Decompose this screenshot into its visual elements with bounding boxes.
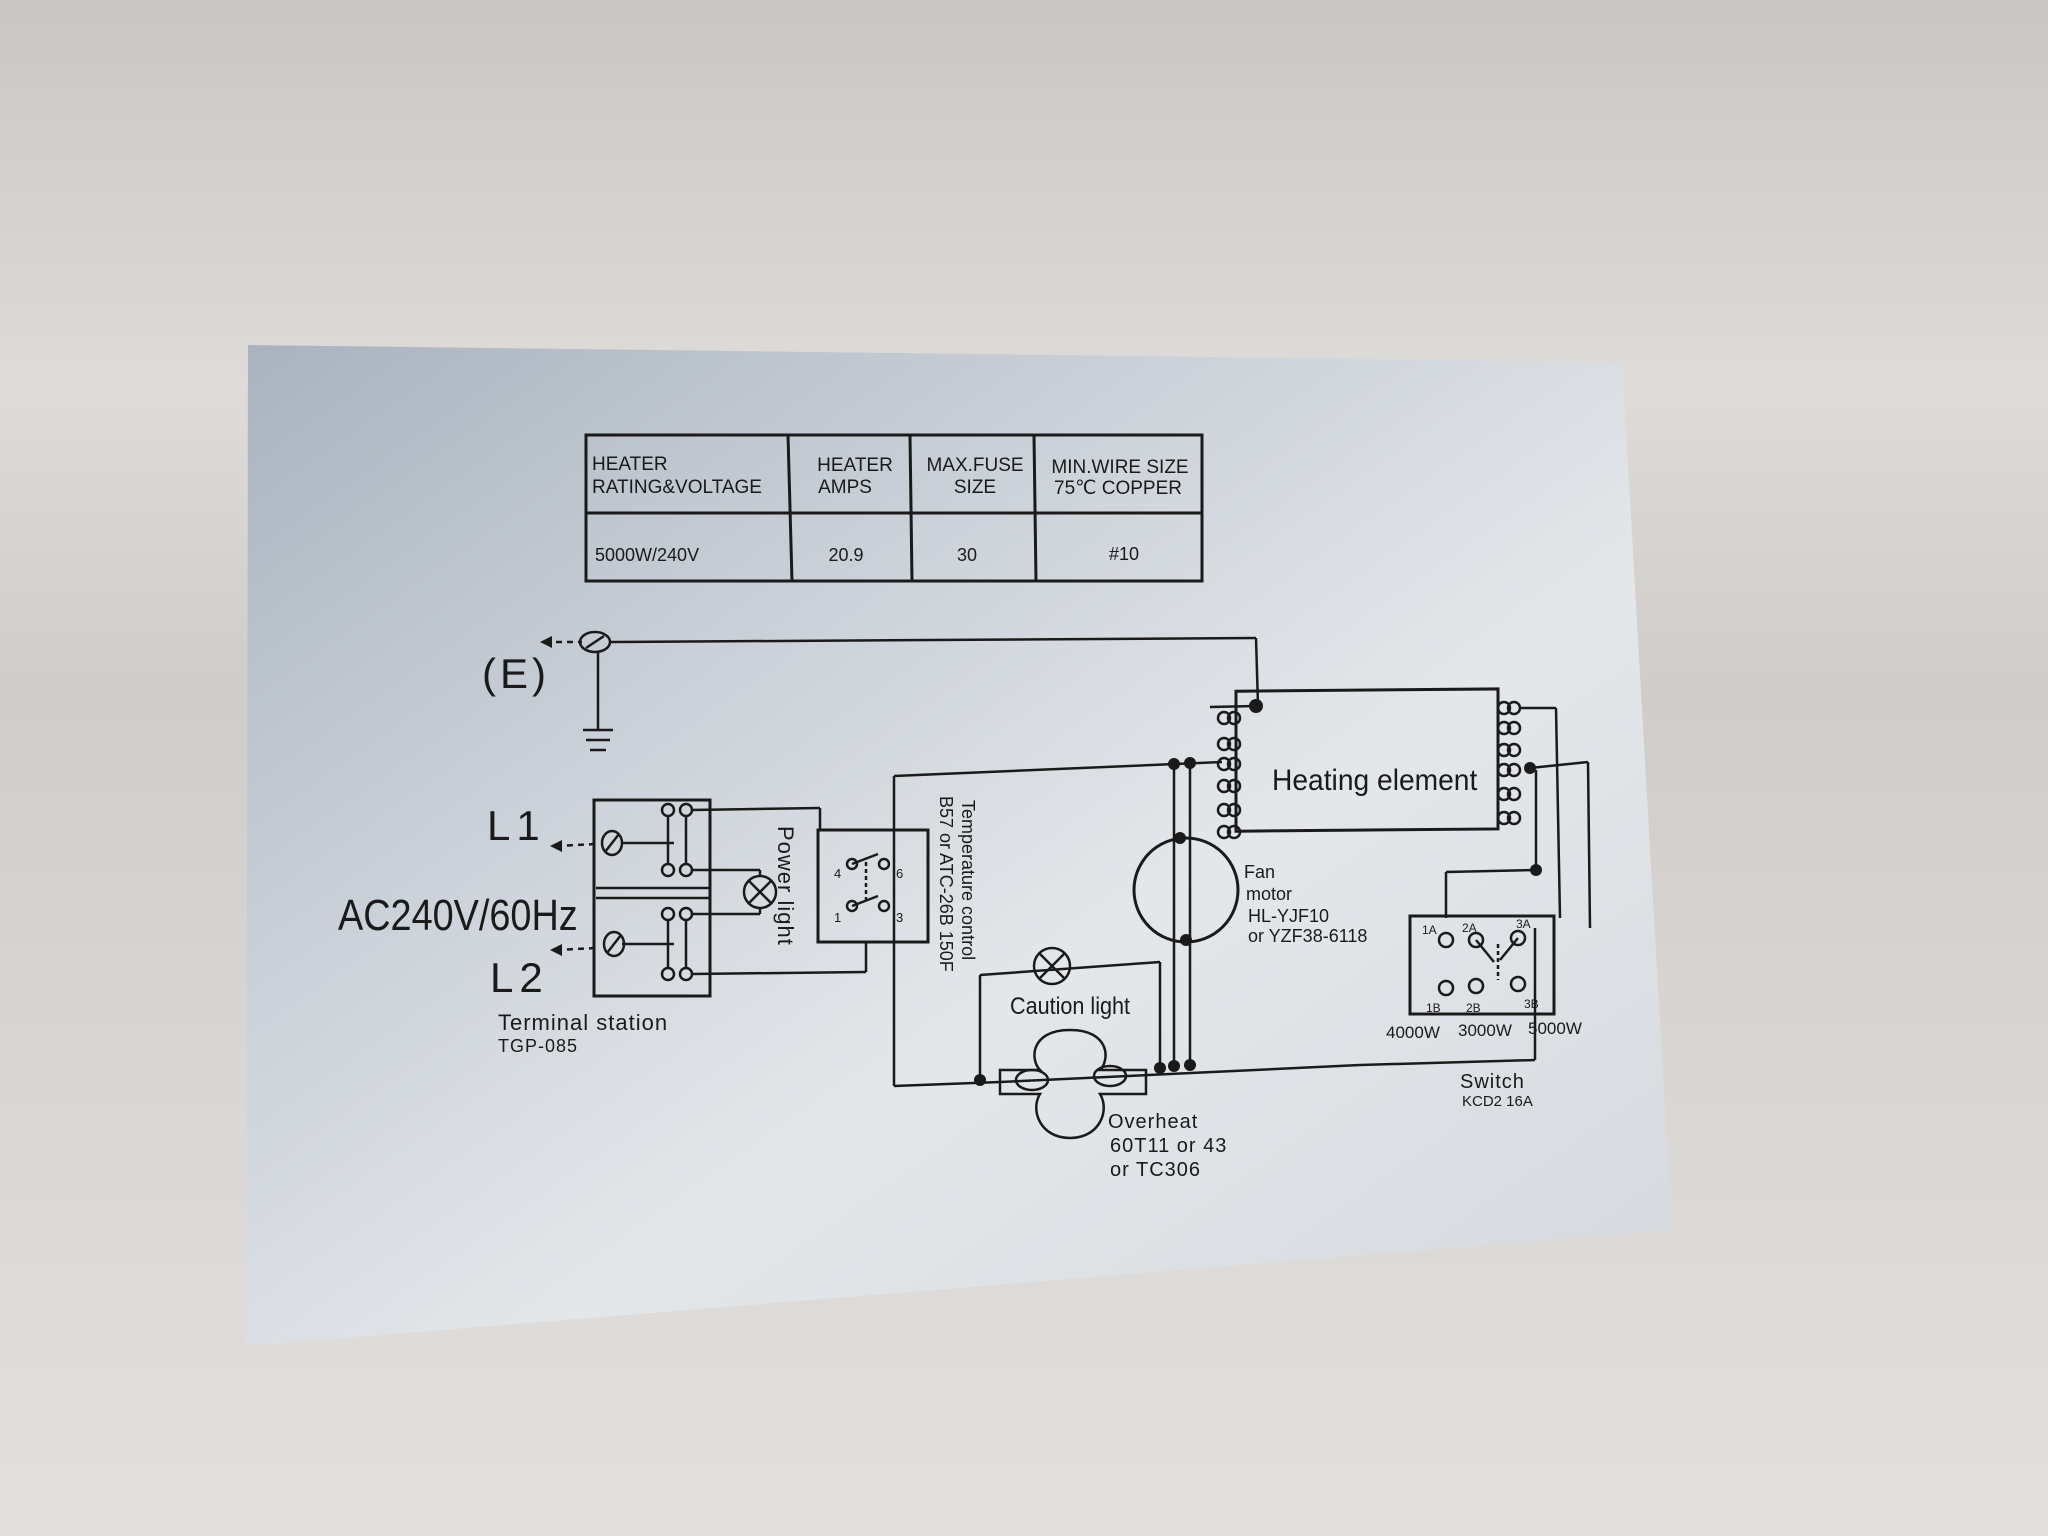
heating-element: Heating element	[1216, 687, 1522, 840]
switch-title: Switch	[1460, 1071, 1525, 1093]
switch-pin-3a: 3A	[1516, 917, 1531, 931]
ground-label: (E)	[482, 650, 550, 697]
spec-header-fuse-2: SIZE	[954, 477, 996, 498]
heating-element-right-terminals	[1496, 700, 1522, 826]
overheat-label: Overheat	[1108, 1111, 1198, 1133]
spec-value-wire: #10	[1109, 544, 1139, 564]
temperature-control-label: Temperature control	[958, 800, 978, 960]
switch-model: KCD2 16A	[1462, 1093, 1533, 1110]
supply-voltage-label: AC240V/60Hz	[338, 890, 578, 939]
overheat-alt-model: or TC306	[1110, 1159, 1201, 1181]
l1-label: L1	[487, 802, 546, 849]
ground-connection: (E)	[482, 630, 1260, 752]
switch-pin-2b: 2B	[1466, 1001, 1481, 1015]
terminal-station-model: TGP-085	[498, 1036, 578, 1056]
switch-pin-3b: 3B	[1524, 997, 1539, 1011]
overheat-model: 60T11 or 43	[1110, 1135, 1227, 1157]
switch-pin-2a: 2A	[1462, 921, 1477, 935]
overheat-protector: Overheat 60T11 or 43 or TC306	[998, 1028, 1227, 1181]
spec-header-wire-1: MIN.WIRE SIZE	[1051, 457, 1188, 478]
thermostat-pin-1: 1	[834, 910, 841, 925]
fan-motor-line2: motor	[1246, 884, 1292, 904]
power-light-label: Power light	[773, 826, 798, 946]
temperature-control-model: B57 or ATC-26B 150F	[936, 796, 956, 972]
caution-light-label: Caution light	[1010, 992, 1131, 1019]
power-switch: 1A 2A 3A 1B 2B 3B 4000W 3000W 5000W Swit…	[1386, 914, 1582, 1110]
wiring	[892, 699, 1592, 1088]
heating-element-label: Heating element	[1272, 764, 1477, 797]
spec-header-rating-1: HEATER	[592, 454, 668, 475]
switch-pin-1a: 1A	[1422, 923, 1437, 937]
fan-motor-model: HL-YJF10	[1248, 906, 1329, 926]
spec-value-fuse: 30	[957, 545, 977, 565]
terminal-station-title: Terminal station	[498, 1010, 668, 1035]
power-light: Power light	[691, 806, 868, 976]
spec-header-rating-2: RATING&VOLTAGE	[592, 477, 762, 498]
thermostat-pin-6: 6	[896, 866, 903, 881]
thermostat-pin-3: 3	[896, 910, 903, 925]
fan-motor-line1: Fan	[1244, 862, 1275, 882]
caution-light: Caution light	[1010, 946, 1131, 1019]
fan-motor: Fan motor HL-YJF10 or YZF38-6118	[1132, 832, 1367, 946]
spec-header-amps-1: HEATER	[817, 455, 893, 476]
spec-table: HEATER RATING&VOLTAGE HEATER AMPS MAX.FU…	[584, 433, 1204, 583]
label-sheet-background	[246, 345, 1672, 1346]
spec-header-fuse-1: MAX.FUSE	[926, 455, 1023, 476]
fan-motor-alt-model: or YZF38-6118	[1248, 926, 1367, 946]
switch-setting-4000w: 4000W	[1386, 1023, 1440, 1042]
spec-value-amps: 20.9	[828, 545, 863, 565]
switch-pin-1b: 1B	[1426, 1001, 1441, 1015]
terminal-station: Terminal station TGP-085	[498, 798, 712, 1056]
l2-label: L2	[490, 954, 549, 1001]
spec-header-amps-2: AMPS	[818, 477, 872, 498]
temperature-control: 4 6 1 3 Temperature control B57 or ATC-2…	[816, 796, 978, 972]
switch-setting-5000w: 5000W	[1528, 1019, 1582, 1038]
switch-setting-3000w: 3000W	[1458, 1021, 1512, 1040]
thermostat-pin-4: 4	[834, 866, 841, 881]
spec-header-wire-2: 75℃ COPPER	[1054, 478, 1182, 499]
heating-element-left-terminals	[1216, 710, 1242, 840]
spec-value-rating: 5000W/240V	[595, 545, 699, 565]
